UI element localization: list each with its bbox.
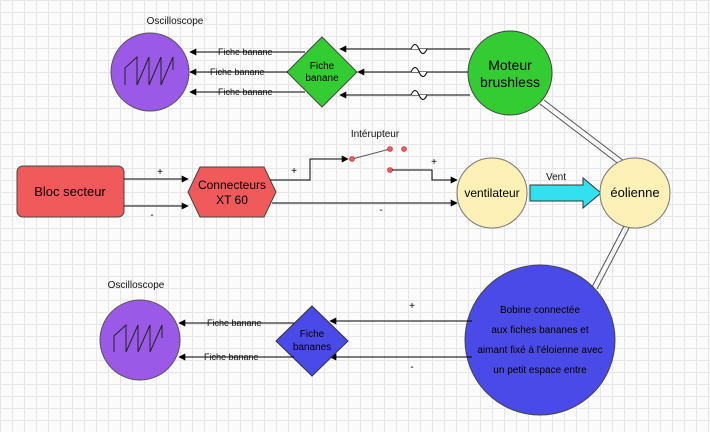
bobine-line2: aux fiches bananes et [491,325,589,336]
moteur-line2: brushless [480,74,540,90]
fiche-bananes-line1: Fiche [300,329,325,340]
ventilateur-node [456,157,528,229]
interrupteur-label: Intérupteur [351,129,400,140]
ac-symbol-3 [410,90,428,100]
vent-arrow [529,176,602,210]
ac-symbol-1 [410,44,428,54]
switch-contact-4 [401,146,407,152]
vent-label: Vent [546,172,566,183]
eolienne-label: éolienne [610,185,659,200]
fiche-label-top-2: Fiche banane [210,67,265,77]
ventilateur-label: ventilateur [464,186,519,200]
shaft-link-bottom-a [591,225,625,288]
switch-lever [351,148,391,160]
bobine-line4: un petit espace entre [493,365,587,376]
connecteurs-xt60-node [187,166,277,218]
moteur-brushless-node [467,30,553,116]
fiche-label-top-3: Fiche banane [218,87,273,97]
plus-label-1: + [157,167,163,178]
switch-contact-3 [387,167,393,173]
fiche-label-top-1: Fiche banane [218,47,273,57]
switch-contact-2 [387,146,393,152]
sawtooth-icon-top [124,55,174,86]
plus-label-2: + [291,166,297,177]
moteur-line1: Moteur [488,57,532,73]
fiche-bananes-bottom-node [275,305,349,377]
fiche-bananes-line2: bananes [293,342,331,353]
bobine-line1: Bobine connectée [500,305,581,316]
bloc-secteur-label: Bloc secteur [34,184,106,199]
bloc-secteur-node [16,165,125,218]
switch-contact-1 [349,156,355,162]
shaft-link-bottom-b [596,227,630,290]
bobine-node [464,264,616,416]
fiche-banane-top-node [286,36,358,108]
plus-label-4: + [409,301,415,312]
minus-label-1: - [150,210,153,221]
ac-symbol-2 [410,67,428,77]
plus-label-3: + [431,157,437,168]
eolienne-node [599,157,671,229]
shaft-link-top-a [539,103,621,166]
connecteurs-line1: Connecteurs [198,178,266,192]
minus-label-4: - [410,362,413,373]
shaft-link-top-b [543,99,625,162]
oscilloscope-bottom [99,299,181,381]
oscilloscope-top [110,32,190,112]
oscilloscope-top-title: Oscilloscope [147,16,204,27]
oscilloscope-bottom-title: Oscilloscope [108,280,165,291]
bobine-line3: aimant fixé à l'éloienne avec [477,345,602,356]
wire-plus-2 [270,155,349,181]
connecteurs-line2: XT 60 [216,193,248,207]
fiche-label-bottom-2: Fiche banane [204,352,259,362]
wire-plus-3 [392,169,458,184]
minus-label-2: - [379,205,382,216]
fiche-banane-top-line2: banane [305,73,339,84]
fiche-banane-top-line1: Fiche [310,61,335,72]
sawtooth-icon-bottom [113,323,163,353]
fiche-label-bottom-1: Fiche banane [207,318,262,328]
